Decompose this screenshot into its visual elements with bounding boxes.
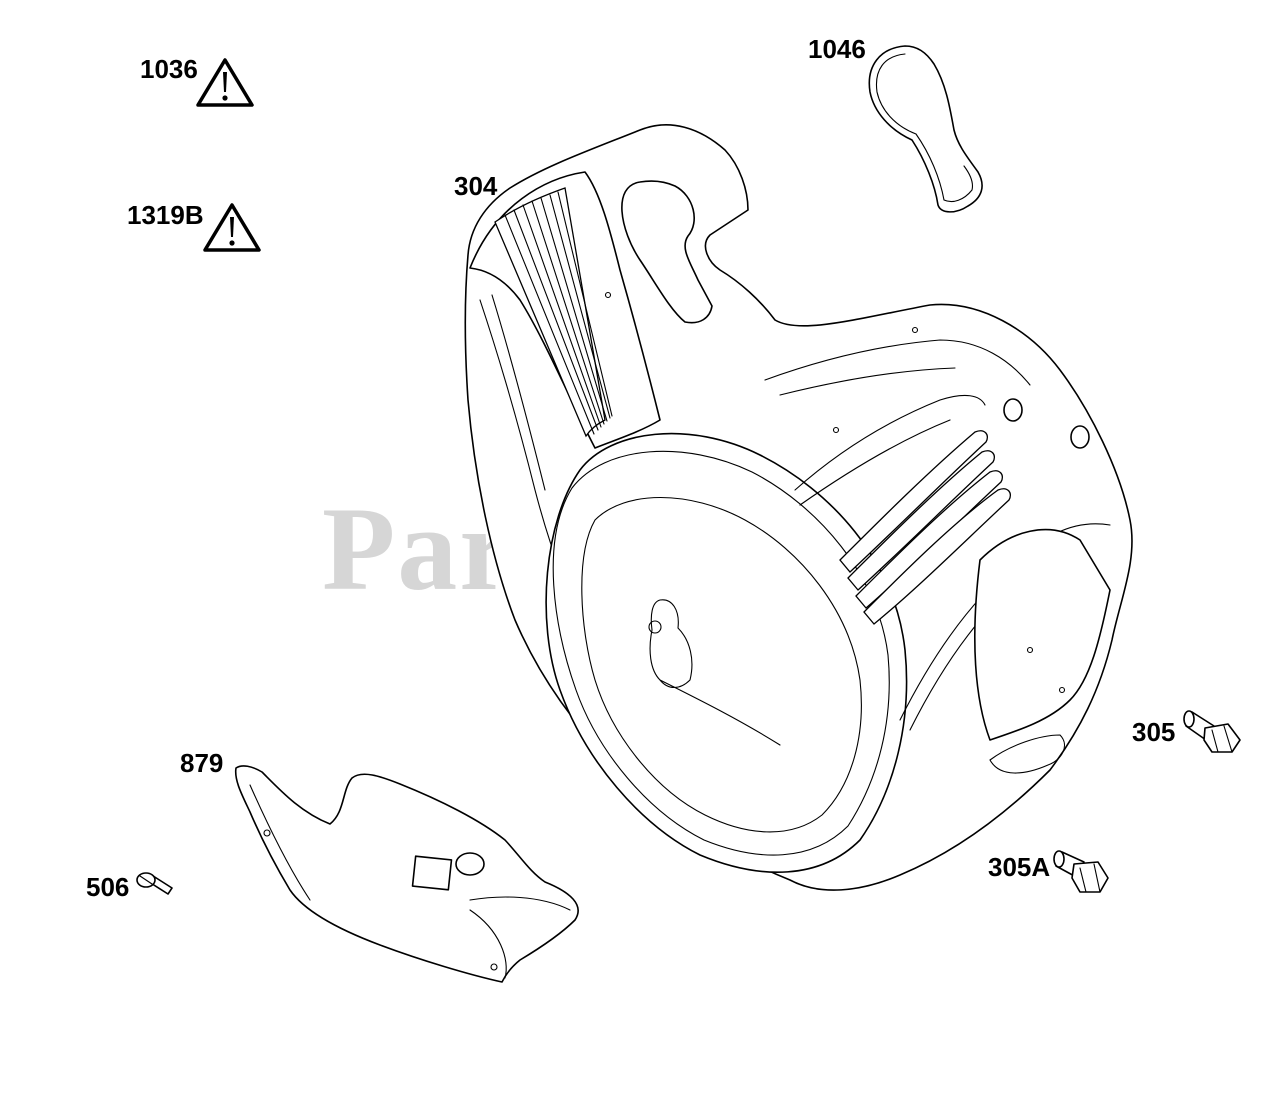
callout-1046[interactable]: 1046 (808, 34, 866, 64)
mounting-hole (1003, 398, 1023, 422)
part-879-heat-shield[interactable] (234, 765, 579, 983)
part-305a-bolt[interactable] (1053, 850, 1109, 893)
callout-506[interactable]: 506 (86, 872, 130, 902)
callout-304[interactable]: 304 (454, 171, 498, 201)
warning-triangle-icon[interactable] (196, 58, 254, 107)
part-506-screw[interactable] (136, 872, 173, 895)
callout-1319b[interactable]: 1319B (127, 200, 204, 230)
cooling-fins-left (494, 187, 613, 438)
shield-slot (411, 855, 453, 891)
callout-879[interactable]: 879 (180, 748, 224, 778)
part-1046-gasket[interactable] (868, 45, 983, 213)
warning-triangle-icon[interactable] (203, 203, 261, 252)
callout-1036[interactable]: 1036 (140, 54, 198, 84)
shield-hole (455, 852, 485, 876)
part-305-bolt[interactable] (1183, 710, 1241, 753)
circular-opening (545, 432, 908, 873)
callout-305a[interactable]: 305A (988, 852, 1051, 882)
cooling-fins-right (839, 430, 1012, 625)
part-304-blower-housing[interactable] (464, 124, 1133, 891)
mounting-hole (1070, 425, 1090, 449)
callout-305[interactable]: 305 (1132, 717, 1176, 747)
